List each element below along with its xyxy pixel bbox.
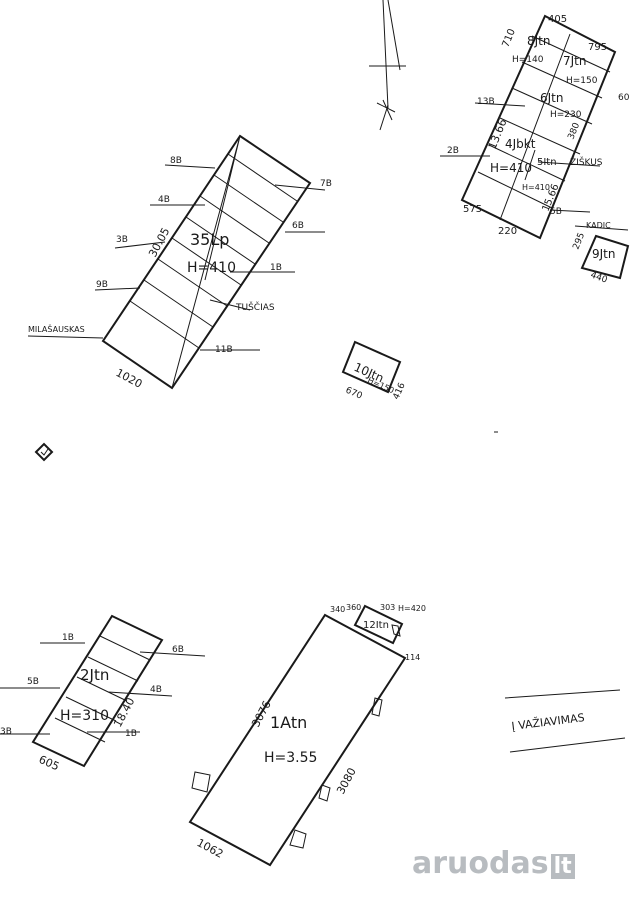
building-12-height: H=420 bbox=[398, 604, 426, 613]
label-ziskus: ŽIŠKUS bbox=[570, 156, 603, 168]
label-11b: 11B bbox=[215, 345, 233, 355]
building-35-number: 35Lp bbox=[190, 230, 229, 249]
building-12: 12Itn 340 360 303 H=420 114 bbox=[330, 603, 426, 662]
label-7b: 7B bbox=[320, 179, 332, 189]
label-6x: 60 bbox=[618, 93, 630, 103]
building-2-height: H=310 bbox=[60, 708, 109, 724]
label-340: 340 bbox=[330, 605, 345, 614]
label-9b: 9B bbox=[96, 280, 108, 290]
label-114: 114 bbox=[405, 653, 420, 662]
label-s1b2: 1B bbox=[125, 729, 137, 739]
building-2-length: 18.40 bbox=[111, 695, 137, 729]
building-12-number: 12Itn bbox=[363, 620, 389, 631]
label-3b: 3B bbox=[116, 235, 128, 245]
label-405: 405 bbox=[548, 14, 567, 25]
building-5-height: H=410 bbox=[522, 183, 550, 192]
building-5-number: 5Itn bbox=[537, 157, 557, 168]
building-1a-number: 1Atn bbox=[270, 713, 307, 732]
north-arrow bbox=[369, 0, 406, 131]
building-1a: 1Atn H=3.55 3076 3080 1062 bbox=[188, 613, 407, 867]
building-1a-height: H=3.55 bbox=[264, 750, 317, 766]
building-10-width: 670 bbox=[344, 386, 364, 402]
building-8-height: H=140 bbox=[512, 55, 544, 65]
building-10: 10Jtn H=150 670 416 bbox=[341, 340, 408, 402]
building-10-depth: 416 bbox=[392, 381, 408, 401]
building-1a-length-2: 3080 bbox=[334, 766, 359, 797]
label-2b: 2B bbox=[447, 146, 459, 156]
label-295: 295 bbox=[572, 231, 588, 251]
label-710: 710 bbox=[501, 27, 518, 49]
label-220: 220 bbox=[498, 226, 517, 237]
label-milasauskas: MILAŠAUSKAS bbox=[28, 323, 85, 334]
building-35: 8B 7B 4B 6B 3B 1B 9B TUŠČIAS MILAŠAUSKAS… bbox=[27, 134, 332, 391]
label-575: 575 bbox=[463, 204, 482, 215]
label-8b: 8B bbox=[170, 156, 182, 166]
label-s5b: 5B bbox=[27, 677, 39, 687]
label-6b: 6B bbox=[292, 221, 304, 231]
watermark-tld: lt bbox=[550, 854, 575, 879]
label-5b: 5B bbox=[550, 207, 562, 217]
building-7-number: 7Jtn bbox=[563, 54, 586, 68]
building-35-width: 1020 bbox=[114, 366, 145, 391]
label-s4b: 4B bbox=[150, 685, 162, 695]
label-kadic: KADIC bbox=[586, 221, 611, 230]
label-795: 795 bbox=[588, 42, 607, 53]
entrance-area: Į VAŽIAVIMAS bbox=[504, 689, 626, 753]
building-cluster-ne: 710 405 795 8Jtn H=140 7Jtn H=150 6Jtn H… bbox=[440, 14, 630, 240]
label-privaziavimas: Į VAŽIAVIMAS bbox=[511, 711, 586, 733]
building-1a-width: 1062 bbox=[195, 836, 226, 861]
label-4b: 4B bbox=[158, 195, 170, 205]
label-tuscias: TUŠČIAS bbox=[235, 301, 275, 313]
building-2: 1B 6B 5B 4B 3B 1B 2Jtn H=310 18.40 605 bbox=[0, 614, 206, 773]
building-9-number: 9Jtn bbox=[592, 247, 615, 261]
building-4-number: 4Jbkt bbox=[505, 137, 536, 151]
label-360: 360 bbox=[346, 603, 361, 612]
label-s3b: 3B bbox=[0, 727, 12, 737]
corner-marker bbox=[34, 442, 54, 462]
building-7-height: H=150 bbox=[566, 76, 598, 86]
building-2-width: 605 bbox=[37, 753, 61, 773]
label-303: 303 bbox=[380, 603, 395, 612]
label-s1b: 1B bbox=[62, 633, 74, 643]
building-2-number: 2Jtn bbox=[80, 666, 109, 684]
label-440: 440 bbox=[589, 270, 609, 285]
building-6-number: 6Jtn bbox=[540, 91, 563, 105]
building-35-height: H=410 bbox=[187, 260, 236, 276]
label-13b: 13B bbox=[477, 97, 495, 107]
building-4-height: H=410 bbox=[490, 161, 532, 175]
label-1b: 1B bbox=[270, 263, 282, 273]
building-6-height: H=230 bbox=[550, 110, 582, 120]
building-9: KADIC 9Jtn 295 440 bbox=[572, 221, 630, 286]
label-s6b: 6B bbox=[172, 645, 184, 655]
building-8-number: 8Jtn bbox=[527, 34, 550, 48]
watermark-text: aruodas bbox=[412, 846, 549, 881]
